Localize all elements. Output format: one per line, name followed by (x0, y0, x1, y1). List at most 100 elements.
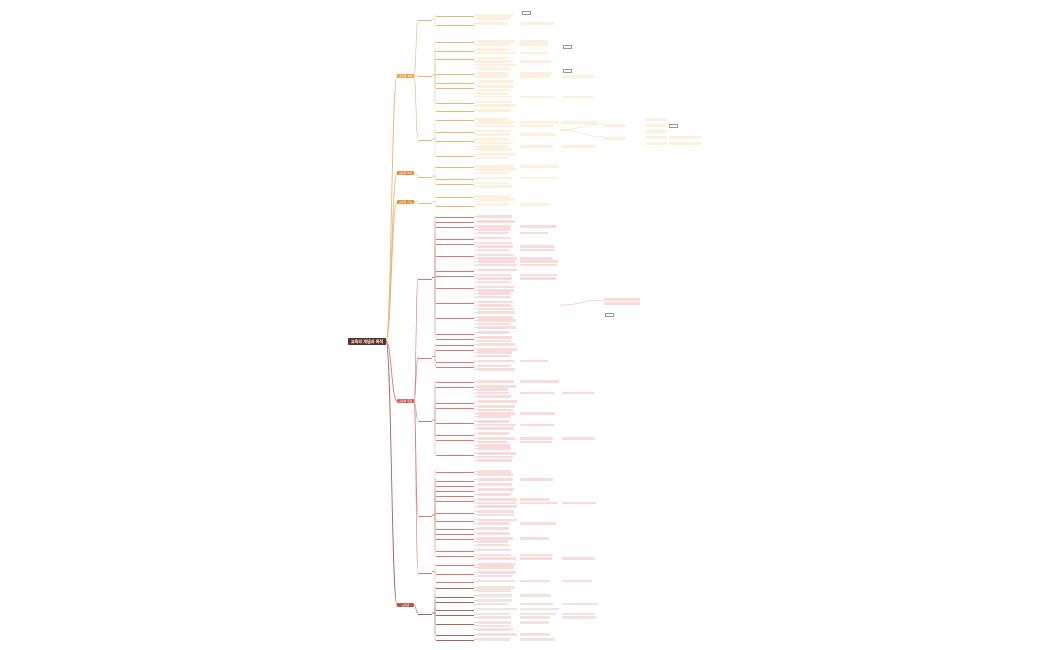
topic-node[interactable] (520, 638, 555, 641)
topic-node[interactable] (478, 612, 511, 616)
topic-node[interactable] (478, 473, 513, 476)
subtopic-node[interactable] (436, 638, 474, 642)
topic-node[interactable] (562, 612, 595, 616)
topic-node[interactable] (520, 95, 555, 99)
topic-node[interactable] (478, 100, 512, 104)
subtopic-node[interactable] (436, 470, 474, 474)
topic-node[interactable] (520, 412, 555, 415)
topic-node[interactable] (478, 285, 514, 289)
topic-node[interactable] (478, 336, 512, 339)
topic-node[interactable] (478, 141, 513, 145)
topic-node[interactable] (478, 121, 515, 124)
topic-node[interactable] (478, 359, 515, 363)
topic-node[interactable] (478, 527, 509, 530)
topic-node[interactable] (520, 594, 551, 597)
topic-node[interactable] (478, 215, 512, 218)
topic-node[interactable] (520, 72, 552, 75)
subtopic-node[interactable] (436, 86, 474, 89)
topic-node[interactable] (478, 75, 508, 78)
topic-node[interactable] (520, 391, 555, 395)
topic-node[interactable] (478, 253, 514, 257)
topic-node[interactable] (520, 437, 553, 440)
subtopic-node[interactable] (418, 571, 432, 574)
subtopic-node[interactable] (436, 549, 474, 553)
topic-node[interactable] (478, 633, 517, 636)
topic-node[interactable] (478, 589, 511, 592)
topic-node[interactable] (520, 260, 558, 263)
topic-node[interactable] (478, 537, 513, 540)
topic-node[interactable] (520, 273, 557, 277)
topic-node[interactable] (562, 602, 598, 606)
subtopic-node[interactable] (436, 489, 474, 492)
deep-topic-node[interactable] (669, 142, 701, 145)
topic-node[interactable] (478, 198, 515, 201)
summary-box[interactable] (522, 11, 531, 15)
subtopic-node[interactable] (418, 175, 432, 178)
topic-node[interactable] (478, 532, 510, 535)
topic-node[interactable] (478, 133, 511, 136)
topic-node[interactable] (478, 85, 514, 88)
subtopic-node[interactable] (436, 316, 474, 320)
deep-topic-node[interactable] (669, 136, 701, 139)
subtopic-node[interactable] (436, 139, 474, 142)
topic-node[interactable] (478, 483, 512, 486)
topic-node[interactable] (478, 51, 517, 55)
topic-node[interactable] (478, 395, 511, 398)
subtopic-node[interactable] (436, 586, 474, 590)
topic-node[interactable] (478, 548, 511, 552)
topic-node[interactable] (520, 231, 548, 235)
topic-node[interactable] (478, 444, 510, 447)
subtopic-node[interactable] (436, 165, 474, 169)
subtopic-node[interactable] (436, 177, 474, 181)
topic-node[interactable] (478, 129, 511, 133)
subtopic-node[interactable] (436, 343, 474, 347)
summary-box[interactable] (605, 313, 614, 317)
summary-box[interactable] (563, 45, 572, 49)
topic-node[interactable] (478, 566, 514, 569)
topic-node[interactable] (478, 563, 515, 566)
topic-node[interactable] (478, 351, 512, 354)
topic-node[interactable] (478, 289, 514, 292)
topic-node[interactable] (520, 616, 550, 619)
topic-node[interactable] (520, 257, 552, 260)
summary-box[interactable] (563, 69, 572, 73)
topic-node[interactable] (478, 273, 511, 277)
subtopic-node[interactable] (436, 154, 474, 157)
topic-node[interactable] (478, 364, 511, 368)
subtopic-node[interactable] (436, 484, 474, 487)
topic-node[interactable] (478, 245, 513, 248)
topic-node[interactable] (478, 510, 514, 513)
topic-node[interactable] (520, 248, 555, 252)
topic-node[interactable] (478, 586, 515, 589)
topic-node[interactable] (562, 437, 595, 440)
subtopic-node[interactable] (436, 14, 474, 18)
topic-node[interactable] (478, 300, 513, 304)
topic-node[interactable] (478, 599, 512, 602)
topic-node[interactable] (478, 354, 511, 358)
subtopic-node[interactable] (436, 195, 474, 199)
subtopic-node[interactable] (436, 438, 474, 441)
topic-node[interactable] (478, 14, 513, 17)
subtopic-node[interactable] (436, 182, 474, 186)
topic-node[interactable] (520, 43, 549, 46)
topic-node[interactable] (478, 571, 516, 574)
subtopic-node[interactable] (436, 453, 474, 456)
root-node[interactable]: 교육의 개념과 목적 (348, 338, 386, 345)
topic-node[interactable] (478, 248, 509, 252)
topic-node[interactable] (478, 203, 508, 206)
subtopic-node[interactable] (418, 201, 432, 204)
topic-node[interactable] (478, 455, 513, 459)
subtopic-node[interactable] (436, 360, 474, 364)
subtopic-node[interactable] (418, 419, 432, 422)
subtopic-node[interactable] (436, 595, 474, 598)
deep-topic-node[interactable] (604, 298, 640, 301)
subtopic-node[interactable] (436, 622, 474, 625)
topic-node[interactable] (478, 304, 511, 307)
topic-node[interactable] (478, 80, 514, 83)
subtopic-node[interactable] (436, 532, 474, 536)
subtopic-node[interactable] (436, 613, 474, 617)
subtopic-node[interactable] (418, 138, 432, 141)
topic-node[interactable] (478, 405, 515, 408)
topic-node[interactable] (520, 579, 550, 583)
topic-node[interactable] (478, 412, 515, 415)
